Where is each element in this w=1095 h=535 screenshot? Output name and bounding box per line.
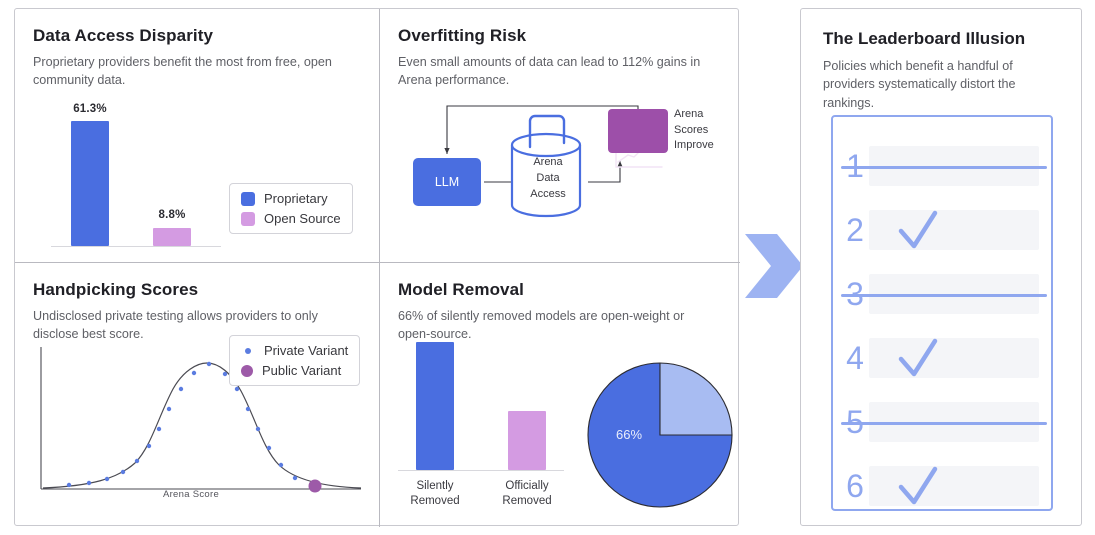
public-variant-point xyxy=(308,479,322,493)
legend-item: Open Source xyxy=(241,211,341,226)
panel-subtitle: Policies which benefit a handful of prov… xyxy=(823,59,1016,110)
bar-value-open-source: 8.8% xyxy=(158,209,186,221)
database-cylinder-icon xyxy=(510,132,582,218)
arena-line-1: Arena xyxy=(674,108,704,120)
legend-label: Private Variant xyxy=(264,343,349,358)
legend-label: Public Variant xyxy=(262,363,342,378)
leaderboard-row[interactable]: 3 xyxy=(833,265,1051,323)
leaderboard-row[interactable]: 2 xyxy=(833,201,1051,259)
panel-title: The Leaderboard Illusion xyxy=(823,29,1026,48)
chevron-right-icon xyxy=(745,234,803,298)
bar-proprietary xyxy=(71,121,109,246)
bar-silently-removed xyxy=(416,342,454,470)
bar-officially-removed xyxy=(508,411,546,470)
panel-overfitting-risk: Overfitting Risk Even small amounts of d… xyxy=(380,9,740,262)
rank-number: 4 xyxy=(846,340,864,376)
leaderboard-row[interactable]: 1 xyxy=(833,137,1051,195)
panel-subtitle: Undisclosed private testing allows provi… xyxy=(33,308,318,341)
db-line-1: Arena xyxy=(533,156,563,168)
legend-item: Public Variant xyxy=(241,363,348,378)
check-icon xyxy=(898,466,938,505)
leaderboard-row[interactable]: 4 xyxy=(833,329,1051,387)
legend-swatch-proprietary xyxy=(241,191,255,206)
cat-line-2: Removed xyxy=(502,495,552,508)
node-arena-label: Arena Scores Improve xyxy=(674,107,740,154)
chart-baseline xyxy=(51,246,221,247)
leaderboard-illusion-card: The Leaderboard Illusion Policies which … xyxy=(800,8,1082,526)
leaderboard-list: 1 2 3 4 xyxy=(831,115,1053,511)
model-removal-pie-chart xyxy=(587,362,733,508)
private-variant-points xyxy=(66,361,298,488)
flow-connectors xyxy=(444,105,663,218)
grid-horizontal-divider xyxy=(15,262,740,263)
check-icon xyxy=(898,338,938,377)
arena-line-3: Improve xyxy=(674,139,714,152)
bell-curve-plot xyxy=(40,347,362,493)
strikethrough-line xyxy=(841,294,1047,297)
db-line-2: Data xyxy=(536,171,560,184)
rank-number: 2 xyxy=(846,212,864,248)
panel-model-removal: Model Removal 66% of silently removed mo… xyxy=(380,263,740,527)
handpicking-legend: Private Variant Public Variant xyxy=(229,335,361,386)
panel-subtitle: 66% of silently removed models are open-… xyxy=(398,308,685,341)
cat-line-1: Silently xyxy=(416,480,454,493)
legend-swatch-open-source xyxy=(241,211,255,226)
legend-item: Private Variant xyxy=(241,343,348,358)
db-line-3: Access xyxy=(530,187,566,200)
data-access-legend: Proprietary Open Source xyxy=(229,183,353,234)
panel-title: Data Access Disparity xyxy=(33,26,214,45)
panel-handpicking-scores: Handpicking Scores Undisclosed private t… xyxy=(15,263,379,527)
legend-dot-public xyxy=(241,364,253,377)
category-label-officially-removed: Officially Removed xyxy=(487,479,567,509)
cat-line-2: Removed xyxy=(410,495,460,508)
pie-center-label: 66% xyxy=(616,427,643,442)
node-llm: LLM xyxy=(413,158,481,206)
bar-open-source xyxy=(153,228,191,246)
bar-value-proprietary: 61.3% xyxy=(73,103,107,115)
panel-data-access-disparity: Data Access Disparity Proprietary provid… xyxy=(15,9,379,262)
overfitting-flow-diagram: LLM Arena Data Access Arena Scores Impro… xyxy=(380,101,740,261)
arena-line-2: Scores xyxy=(674,123,709,136)
grid-vertical-divider xyxy=(379,9,380,527)
legend-label: Open Source xyxy=(264,211,341,226)
panel-title: Handpicking Scores xyxy=(33,280,199,299)
row-background xyxy=(869,466,1039,506)
node-arena-scores xyxy=(608,109,668,153)
pie-slice-other xyxy=(659,362,733,436)
data-access-bar-chart: 61.3% 8.8% Proprietary Open Source xyxy=(33,97,363,247)
panel-subtitle: Proprietary providers benefit the most f… xyxy=(33,54,332,87)
rank-number: 6 xyxy=(846,468,864,504)
strikethrough-line xyxy=(841,166,1047,169)
leaderboard-row[interactable]: 5 xyxy=(833,393,1051,451)
row-background xyxy=(869,338,1039,378)
handpicking-distribution-chart: Private Variant Public Variant xyxy=(31,335,371,511)
x-axis-label: Arena Score xyxy=(162,489,220,500)
leaderboard-row[interactable]: 6 xyxy=(833,457,1051,515)
legend-dot-private xyxy=(245,347,251,354)
chart-baseline xyxy=(398,470,564,471)
panel-title: Model Removal xyxy=(398,280,524,299)
row-background xyxy=(869,210,1039,250)
legend-item: Proprietary xyxy=(241,191,341,206)
panel-subtitle: Even small amounts of data can lead to 1… xyxy=(398,54,701,87)
panel-title: Overfitting Risk xyxy=(398,26,527,45)
node-database-label: Arena Data Access xyxy=(512,155,584,203)
category-label-silently-removed: Silently Removed xyxy=(395,479,475,509)
findings-grid-card: Data Access Disparity Proprietary provid… xyxy=(14,8,740,527)
check-icon xyxy=(898,210,938,249)
cat-line-1: Officially xyxy=(505,480,549,493)
legend-label: Proprietary xyxy=(264,191,328,206)
strikethrough-line xyxy=(841,422,1047,425)
model-removal-charts: Silently Removed Officially Removed 66% xyxy=(394,342,740,523)
